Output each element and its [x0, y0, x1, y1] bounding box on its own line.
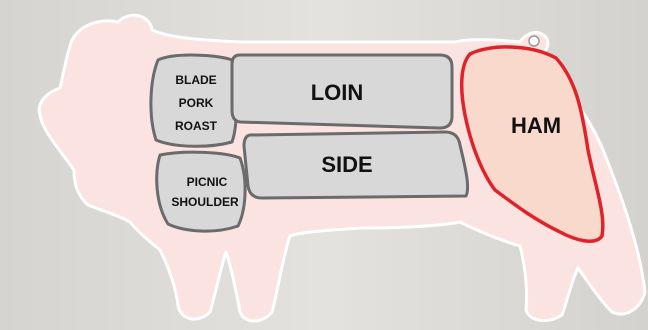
cut-side[interactable]: SIDE	[244, 132, 468, 198]
cut-blade-pork-roast[interactable]: BLADE PORK ROAST	[151, 55, 237, 146]
cut-ham-label: HAM	[511, 113, 561, 138]
cut-loin[interactable]: LOIN	[232, 55, 452, 128]
cut-side-label: SIDE	[321, 152, 372, 177]
cut-picnic-shoulder[interactable]: PICNIC SHOULDER	[157, 152, 245, 231]
cut-blade-label-1: BLADE	[175, 73, 216, 87]
cut-picnic-shape	[157, 152, 245, 231]
cut-loin-label: LOIN	[311, 80, 364, 105]
cut-blade-label-3: ROAST	[175, 119, 218, 133]
cut-blade-label-2: PORK	[179, 96, 214, 110]
hang-hole-icon	[529, 36, 539, 46]
cut-picnic-label-2: SHOULDER	[171, 195, 239, 209]
cut-picnic-label-1: PICNIC	[187, 175, 228, 189]
